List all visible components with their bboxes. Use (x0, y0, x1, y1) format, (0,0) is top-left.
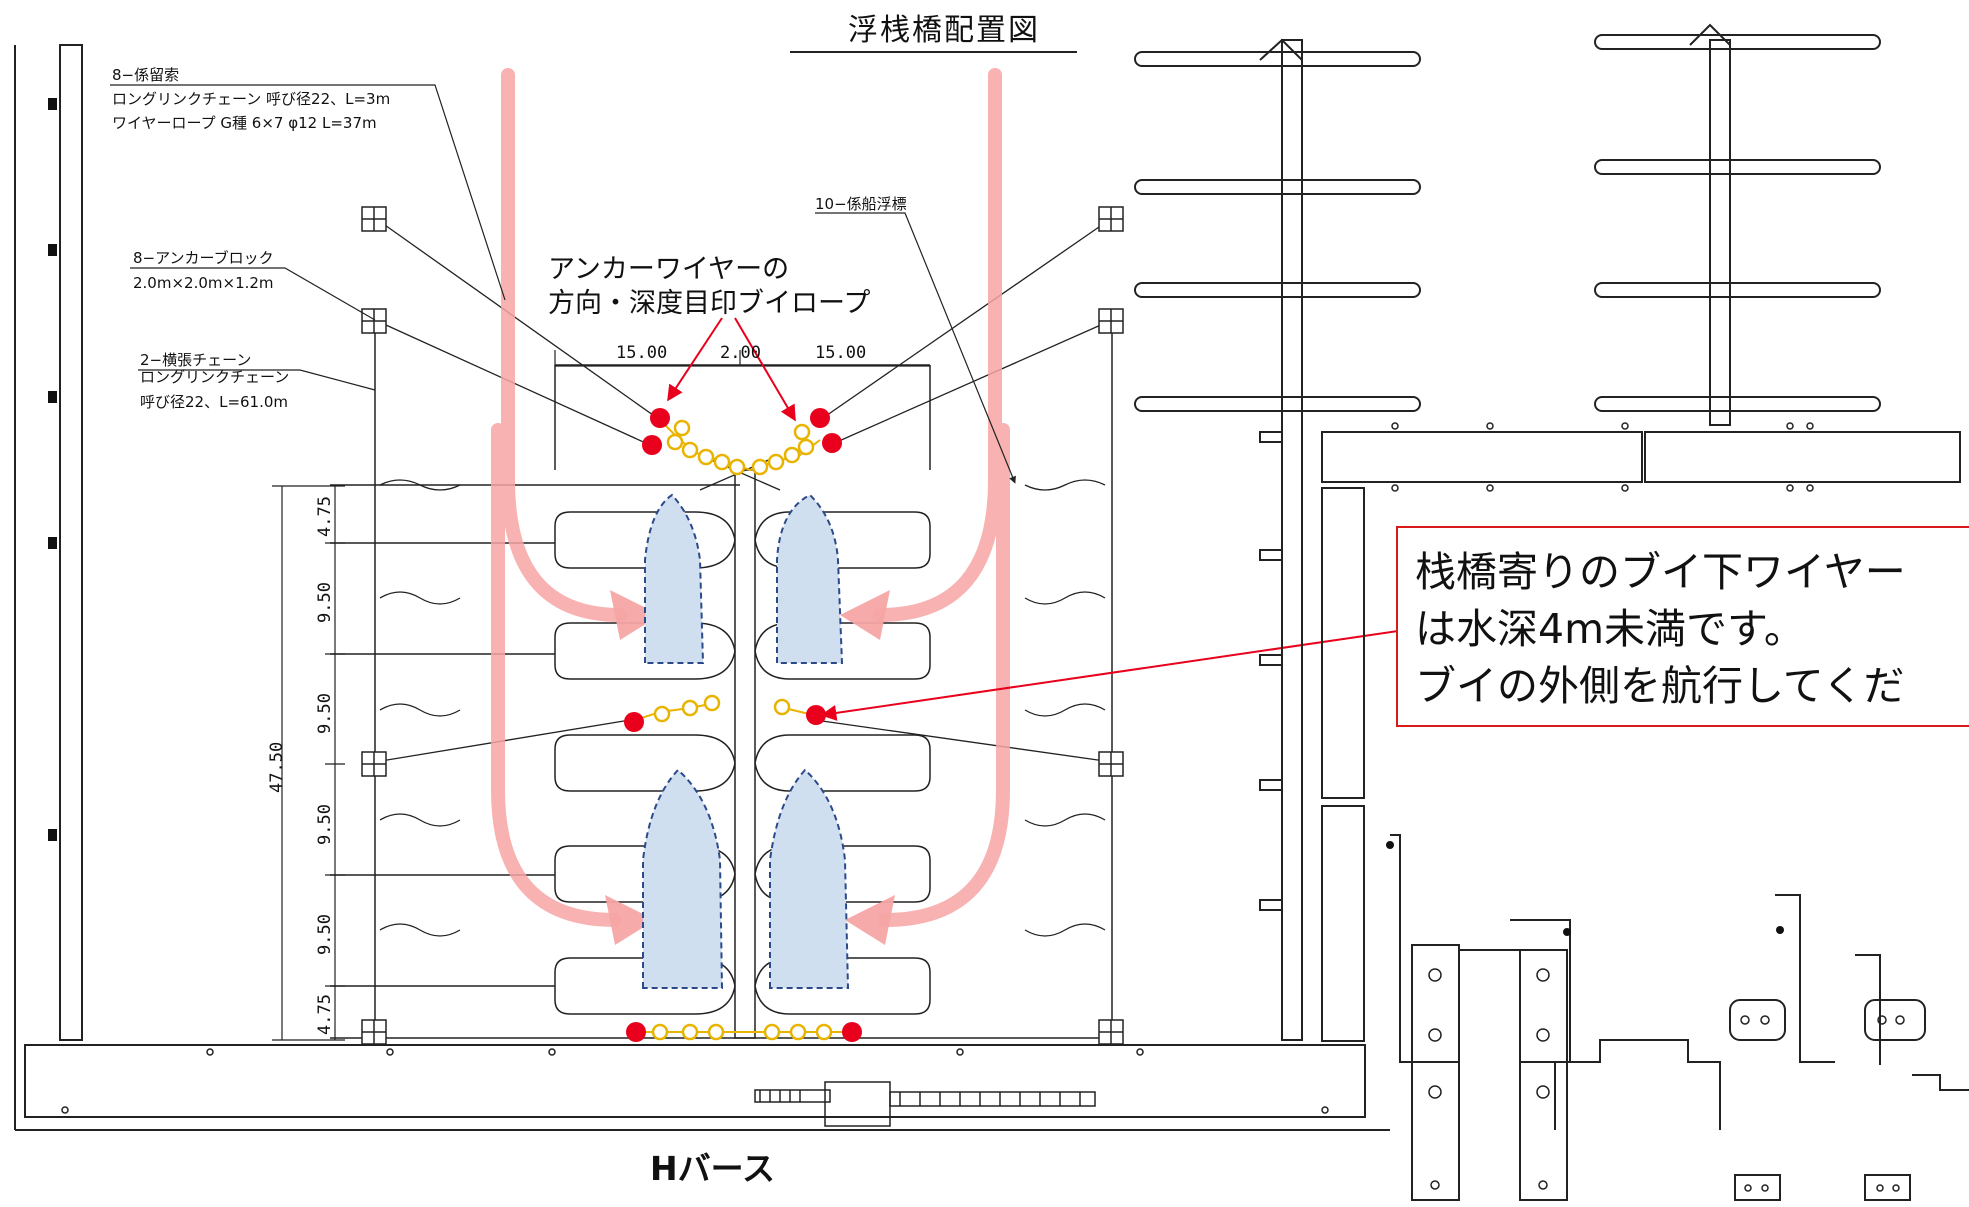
mooring-rope-label: 8−係留索 ロングリンクチェーン 呼び径22、L=3m ワイヤーロープ G種 6… (112, 66, 390, 132)
approach-route-arrows (491, 68, 1010, 927)
left-dimensions: 4.75 9.50 9.50 9.50 9.50 4.75 47.50 (267, 496, 335, 1035)
left-dimension-5: 9.50 (315, 914, 335, 955)
left-dimension-4: 9.50 (315, 804, 335, 845)
quay-small-circles (61, 1048, 1329, 1114)
right-structure-filled-dots (1386, 841, 1784, 936)
anchor-block-head: 8−アンカーブロック (133, 249, 274, 267)
mooring-ropes (379, 479, 1106, 937)
cross-chain-line2: 呼び径22、L=61.0m (140, 393, 288, 411)
cross-chain-head: 2−横張チェーン (140, 351, 251, 369)
mooring-rope-line1: ロングリンクチェーン 呼び径22、L=3m (112, 90, 390, 108)
warning-line1: 栈橋寄りのブイ下ワイヤー (1415, 548, 1906, 596)
mooring-rope-line2: ワイヤーロープ G種 6×7 φ12 L=37m (112, 114, 377, 132)
left-wall-bollards (48, 98, 57, 841)
warning-line3: ブイの外側を航行してくだ (1415, 662, 1905, 710)
yellow-floats (651, 419, 833, 1041)
top-dimension-right: 15.00 (815, 343, 866, 363)
anchor-block-size: 2.0m×2.0m×1.2m (133, 274, 274, 292)
cross-chain-line1: ロングリンクチェーン (140, 368, 289, 386)
left-dimension-3: 9.50 (315, 693, 335, 734)
warning-callout: 栈橋寄りのブイ下ワイヤー は水深4m未満です。 ブイの外側を航行してくだ (1396, 526, 1969, 727)
berth-name: Hバース (650, 1149, 775, 1188)
buoy-note-arrows (667, 317, 1406, 721)
left-dimension-1: 4.75 (315, 496, 335, 537)
warning-line2: は水深4m未満です。 (1415, 605, 1805, 653)
red-buoys (624, 408, 862, 1042)
top-dimension-left: 15.00 (616, 343, 667, 363)
left-dimension-2: 9.50 (315, 582, 335, 623)
top-dimensions: 15.00 2.00 15.00 (616, 343, 866, 363)
buoy-note-line1: アンカーワイヤーの (548, 254, 789, 285)
drawing-title: 浮桟橋配置図 (848, 13, 1040, 48)
mooring-rope-head: 8−係留索 (112, 66, 179, 84)
mooring-float-label: 10−係船浮標 (815, 195, 907, 213)
top-dimension-center: 2.00 (720, 343, 761, 363)
cross-chain-label: 2−横張チェーン ロングリンクチェーン 呼び径22、L=61.0m (140, 351, 289, 411)
buoy-note: アンカーワイヤーの 方向・深度目印ブイロープ (548, 254, 870, 319)
label-leaders (110, 84, 1016, 484)
berth-slips (554, 511, 931, 1015)
left-dimension-total: 47.50 (267, 742, 287, 793)
boats (642, 493, 850, 989)
anchor-block-label: 8−アンカーブロック 2.0m×2.0m×1.2m (133, 249, 274, 292)
gangway (754, 1081, 1096, 1127)
right-jetty-structures (1134, 23, 1969, 1201)
dimension-lines (272, 350, 930, 1041)
buoy-note-line2: 方向・深度目印ブイロープ (548, 288, 870, 319)
anchor-blocks (361, 206, 1124, 1045)
right-structure-bolts (1391, 422, 1905, 1192)
left-dimension-6: 4.75 (315, 994, 335, 1035)
drawing-frame (14, 44, 1390, 1131)
route-arrowheads (605, 590, 895, 945)
